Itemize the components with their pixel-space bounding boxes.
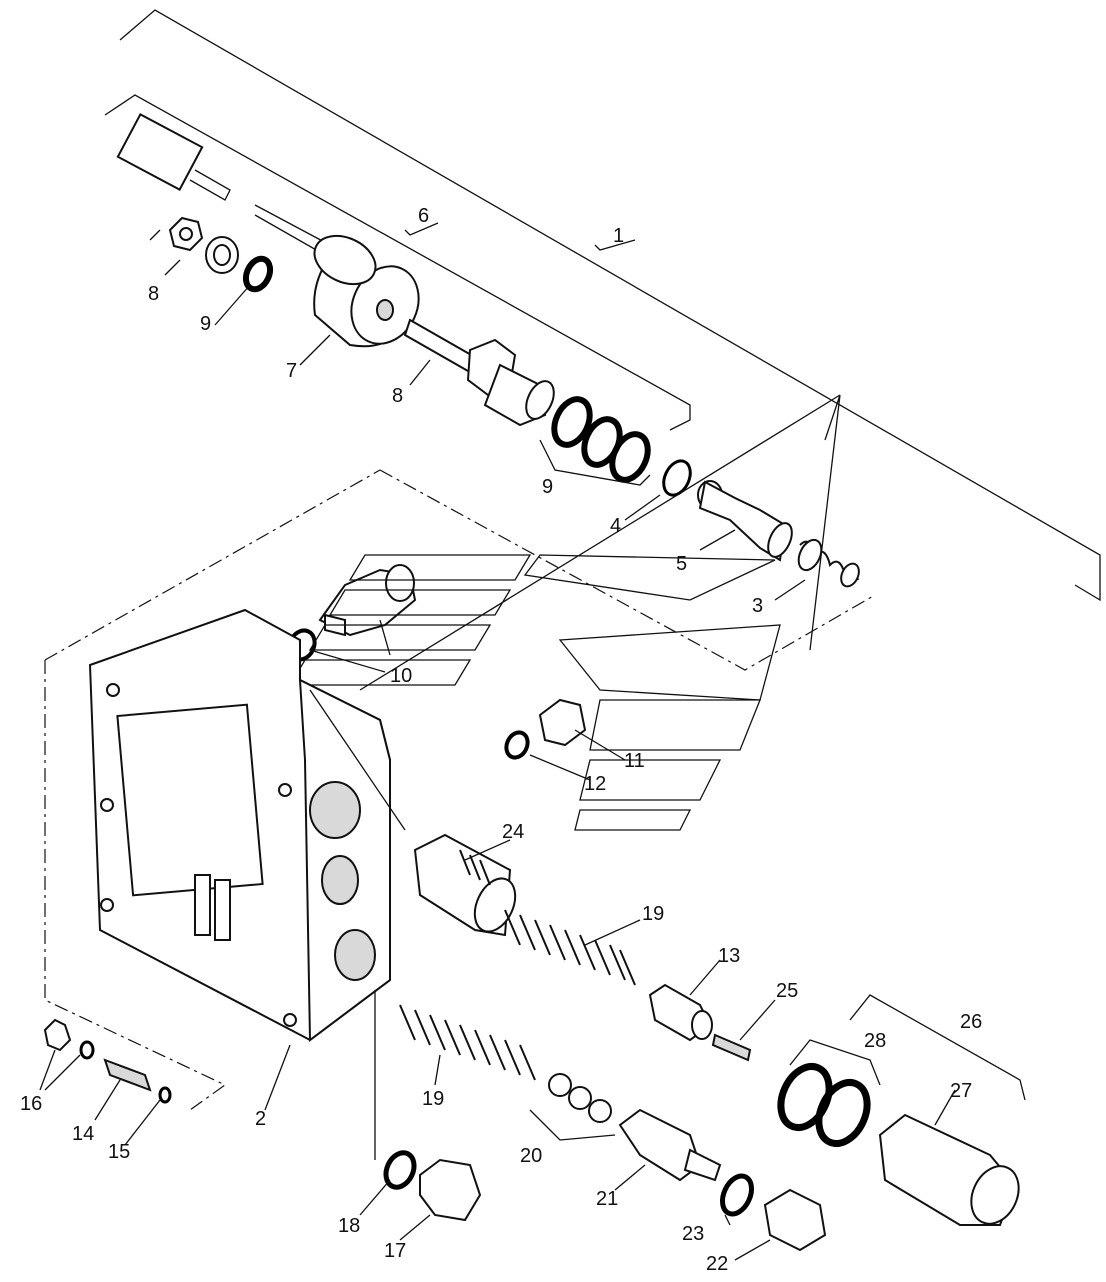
part-labels: 1 2 3 4 5 6 7 8 8 9 9 10 11 12 13 14 15 … <box>20 205 982 1275</box>
valve-stem-8 <box>403 318 555 427</box>
label-4: 4 <box>610 515 621 537</box>
bracket-assembly-1 <box>119 9 1101 602</box>
label-18: 18 <box>338 1215 360 1237</box>
o-ring-18 <box>383 1150 417 1190</box>
sensor-10 <box>318 564 417 637</box>
valve-body-2 <box>88 608 391 1042</box>
label-20: 20 <box>520 1145 542 1167</box>
leader-lines <box>39 222 956 1261</box>
bracket-solenoid-6 <box>104 94 691 431</box>
bracket-28 <box>789 1039 881 1086</box>
cap-22 <box>763 1188 827 1252</box>
o-rings-28 <box>777 1063 871 1147</box>
label-23: 23 <box>682 1223 704 1245</box>
nut-washer-8 <box>168 216 239 274</box>
label-9-upper: 9 <box>200 313 211 335</box>
label-17: 17 <box>384 1240 406 1262</box>
dashed-guide-long <box>44 660 227 1111</box>
label-27: 27 <box>950 1080 972 1102</box>
bracket-20 <box>529 1109 616 1141</box>
label-21: 21 <box>596 1188 618 1210</box>
label-25: 25 <box>776 980 798 1002</box>
solenoid-coil-7 <box>313 234 420 348</box>
pin-25 <box>711 1033 752 1062</box>
bracket-9 <box>539 439 651 486</box>
plunger-21 <box>618 1108 722 1182</box>
spring-3 <box>797 538 860 588</box>
sleeve-13 <box>648 983 713 1042</box>
label-3: 3 <box>752 595 763 617</box>
dashed-guide-upper <box>379 469 876 671</box>
label-19-upper: 19 <box>642 903 664 925</box>
label-5: 5 <box>676 553 687 575</box>
o-ring-12 <box>504 730 530 760</box>
bracket-26 <box>849 994 1026 1101</box>
label-24: 24 <box>502 821 524 843</box>
label-26: 26 <box>960 1011 982 1033</box>
label-2: 2 <box>255 1108 266 1130</box>
label-22: 22 <box>706 1253 728 1275</box>
spool-24 <box>413 833 517 937</box>
bracket-8-top <box>149 229 181 276</box>
label-14: 14 <box>72 1123 94 1145</box>
label-12: 12 <box>584 773 606 795</box>
label-7: 7 <box>286 360 297 382</box>
label-1: 1 <box>613 225 624 247</box>
plug-11 <box>538 698 587 747</box>
label-8-upper: 8 <box>148 283 159 305</box>
spring-19-upper <box>504 909 636 986</box>
label-11: 11 <box>624 750 645 772</box>
label-28: 28 <box>864 1030 886 1052</box>
label-6: 6 <box>418 205 429 227</box>
label-9-lower: 9 <box>542 476 553 498</box>
valve-cartridge-27 <box>878 1113 1020 1226</box>
discs-20 <box>548 1073 612 1123</box>
washer-4 <box>662 459 692 497</box>
guide-lines-upper <box>359 394 841 691</box>
spring-19-lower <box>399 1004 536 1081</box>
label-8-lower: 8 <box>392 385 403 407</box>
guide-stripes <box>288 554 781 831</box>
spool-5 <box>697 480 793 562</box>
dashed-guide-left <box>44 469 381 661</box>
plug-17 <box>419 1158 482 1222</box>
small-parts-14-15-16 <box>43 1018 172 1104</box>
label-19-lower: 19 <box>422 1088 444 1110</box>
o-ring-23 <box>719 1173 755 1217</box>
label-16: 16 <box>20 1093 42 1115</box>
solenoid-connector <box>116 113 331 256</box>
label-10: 10 <box>390 665 412 687</box>
o-rings-9-large <box>551 396 651 483</box>
o-ring-9-small <box>242 255 274 293</box>
label-13: 13 <box>718 945 740 967</box>
center-line-lower <box>309 689 406 1160</box>
label-15: 15 <box>108 1141 130 1163</box>
